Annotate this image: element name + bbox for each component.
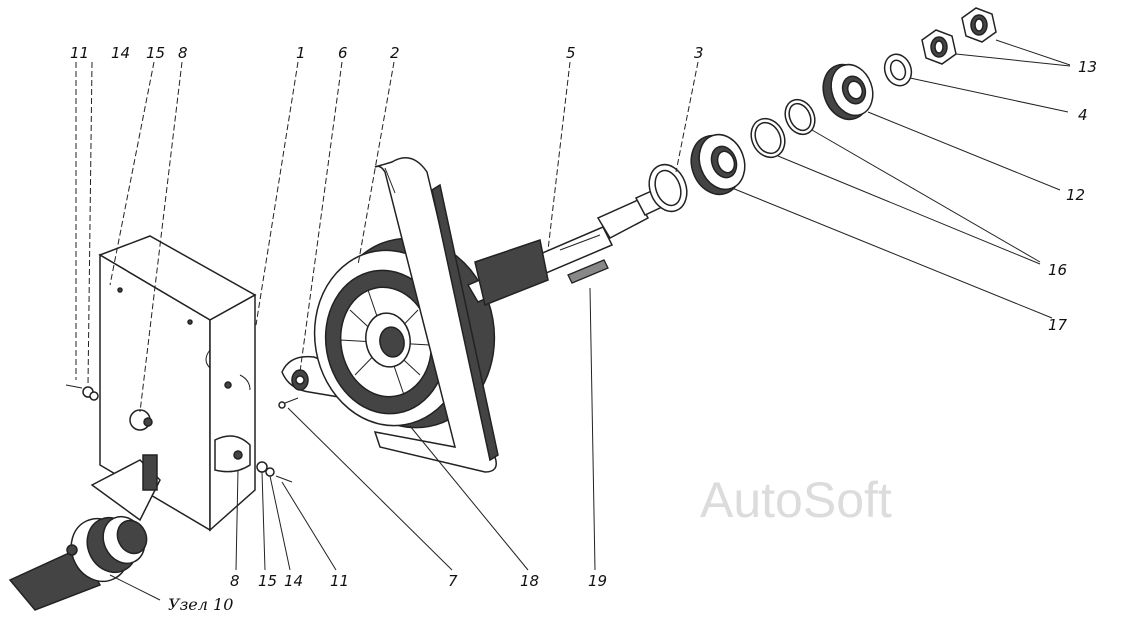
bearing-17	[690, 133, 746, 196]
callout-3: 3	[694, 44, 704, 62]
callout-11-bottom: 11	[330, 572, 349, 590]
callout-5: 5	[566, 44, 576, 62]
callout-17: 17	[1048, 316, 1068, 334]
shaft-key	[567, 259, 609, 284]
callout-11-top: 11	[70, 44, 89, 62]
callout-1: 1	[296, 44, 306, 62]
callout-15-bottom: 15	[258, 572, 277, 590]
callout-13: 13	[1078, 58, 1097, 76]
callout-12: 12	[1066, 186, 1085, 204]
v-belt	[373, 157, 499, 473]
callout-8-bottom: 8	[230, 572, 240, 590]
nuts-13	[921, 7, 997, 65]
callout-2: 2	[390, 44, 400, 62]
callout-14-bottom: 14	[284, 572, 303, 590]
callout-7: 7	[448, 572, 458, 590]
leader-lines	[75, 39, 1071, 601]
callout-labels: 11 14 15 8 1 6 2 5 3 13 4 12 16 17 8 15 …	[70, 44, 1097, 614]
bushing-screw	[278, 397, 299, 409]
retaining-rings	[750, 98, 816, 159]
caption-unit-10: Узел 10	[168, 595, 233, 614]
callout-6: 6	[338, 44, 348, 62]
motor-bracket-housing	[90, 235, 257, 532]
callout-16: 16	[1048, 261, 1067, 279]
callout-18: 18	[520, 572, 539, 590]
callout-8-top: 8	[178, 44, 188, 62]
bearing-12	[822, 63, 874, 121]
watermark: AutoSoft	[700, 472, 892, 528]
left-fasteners	[65, 384, 99, 401]
callout-14-top: 14	[111, 44, 130, 62]
callout-4: 4	[1078, 106, 1088, 124]
drive-shaft	[466, 189, 663, 307]
washer-3	[648, 163, 688, 213]
callout-19: 19	[588, 572, 607, 590]
motor-shaft-coupling	[8, 515, 148, 611]
callout-15-top: 15	[146, 44, 165, 62]
washer-4	[883, 53, 913, 87]
